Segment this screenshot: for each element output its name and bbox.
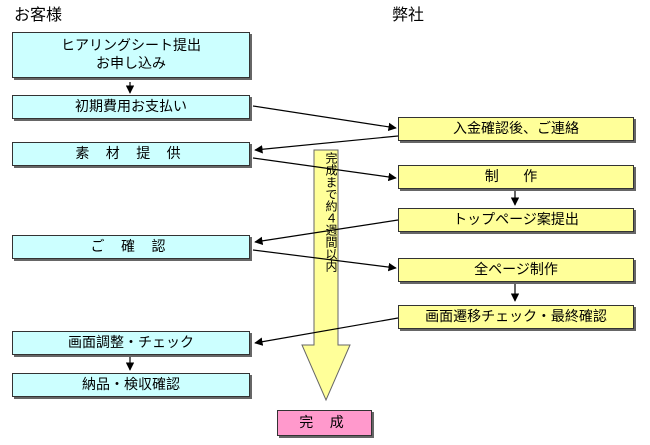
customer-header: お客様	[14, 5, 63, 24]
arrow-payment-to-confirm	[252, 105, 397, 132]
step-top-label: トップページ案提出	[453, 212, 579, 228]
step-material-provision: 素 材 提 供	[12, 142, 250, 166]
step-payment-confirmation: 入金確認後、ご連絡	[398, 117, 634, 141]
timeline-arrow	[301, 149, 351, 402]
step-final-check: 画面遷移チェック・最終確認	[398, 305, 634, 329]
step-material-label: 素 材 提 供	[75, 146, 187, 162]
step-check-label: 画面遷移チェック・最終確認	[425, 309, 607, 325]
step-production-label: 制 作	[484, 169, 548, 185]
arrow-confirm-to-material	[254, 135, 399, 154]
step-delivery-acceptance: 納品・検収確認	[12, 373, 250, 397]
step-hearing-line2: お申し込み	[96, 56, 166, 72]
step-hearing-sheet: ヒアリングシート提出 お申し込み	[12, 32, 250, 78]
step-initial-payment: 初期費用お支払い	[12, 95, 250, 119]
step-completion-label: 完 成	[299, 415, 350, 431]
step-adjust-label: 画面調整・チェック	[68, 335, 194, 351]
step-top-page-proposal: トップページ案提出	[398, 208, 634, 232]
step-customer-review: ご 確 認	[12, 235, 250, 259]
arrow-check-to-adjust	[254, 317, 399, 346]
step-confirm-label: 入金確認後、ご連絡	[453, 121, 579, 137]
step-hearing-line1: ヒアリングシート提出	[61, 38, 201, 54]
step-payment-label: 初期費用お支払い	[75, 99, 187, 115]
step-allpages-label: 全ページ制作	[474, 262, 558, 278]
step-screen-adjustment: 画面調整・チェック	[12, 331, 250, 355]
timeline-label: 完成まで約４週間以内	[324, 152, 338, 272]
arrow-review-to-allpages	[252, 249, 397, 272]
step-review-label: ご 確 認	[90, 239, 172, 255]
step-production: 制 作	[398, 165, 634, 189]
arrow-material-to-production	[252, 157, 397, 182]
step-completion: 完 成	[277, 410, 372, 436]
step-all-pages-production: 全ページ制作	[398, 258, 634, 282]
step-delivery-label: 納品・検収確認	[82, 377, 180, 393]
arrow-top-to-review	[254, 219, 399, 246]
company-header: 弊社	[392, 5, 425, 24]
